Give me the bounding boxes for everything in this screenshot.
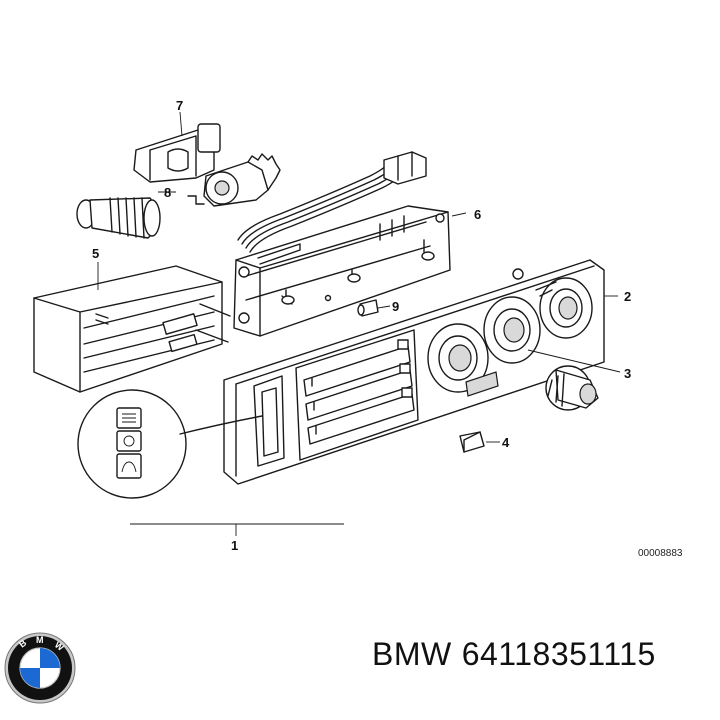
part-9-pin <box>357 299 379 317</box>
wiring-harness <box>237 151 427 253</box>
leader-lines <box>97 111 621 536</box>
callout-8: 8 <box>164 185 171 200</box>
brand-name: BMW <box>372 636 452 672</box>
part-5-vent-box <box>33 265 231 393</box>
part-3-knob <box>545 365 599 411</box>
callout-9: 9 <box>392 299 399 314</box>
svg-text:B: B <box>17 637 29 649</box>
callout-3: 3 <box>624 366 631 381</box>
callout-2: 2 <box>624 289 631 304</box>
callout-7: 7 <box>176 98 183 113</box>
bmw-roundel-logo: B M W <box>4 632 76 704</box>
part-7-switch-housing <box>133 123 221 183</box>
callout-5: 5 <box>92 246 99 261</box>
callout-4: 4 <box>502 435 510 450</box>
callout-6: 6 <box>474 207 481 222</box>
spring-coupling <box>76 197 161 239</box>
part-6-control-unit <box>233 205 451 337</box>
svg-text:M: M <box>36 635 44 645</box>
part-number: 64118351115 <box>461 636 656 672</box>
diagram-code: 00008883 <box>638 548 683 559</box>
button-symbol-detail <box>77 389 263 499</box>
part-8-rotary-switch <box>187 153 281 207</box>
callout-1: 1 <box>231 538 238 553</box>
front-panel <box>223 259 605 485</box>
part-4-button-cap <box>459 431 485 453</box>
